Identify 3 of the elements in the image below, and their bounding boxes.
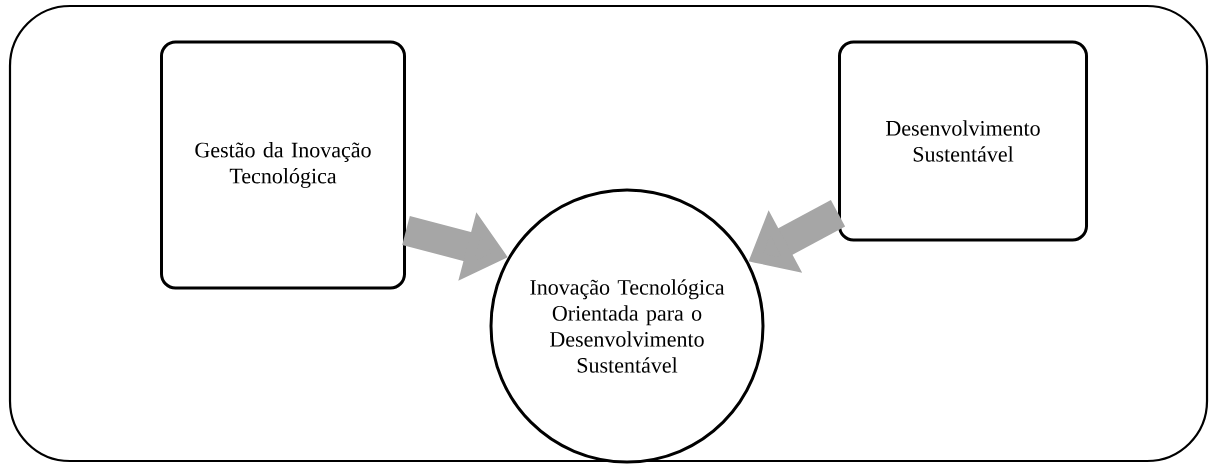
process-box: Gestão da Inovação Tecnológica bbox=[160, 40, 406, 290]
process-box: Desenvolvimento Sustentável bbox=[838, 40, 1088, 242]
node-label: Inovação Tecnológica Orientada para o Desenvolvimento Sustentável bbox=[530, 279, 725, 373]
